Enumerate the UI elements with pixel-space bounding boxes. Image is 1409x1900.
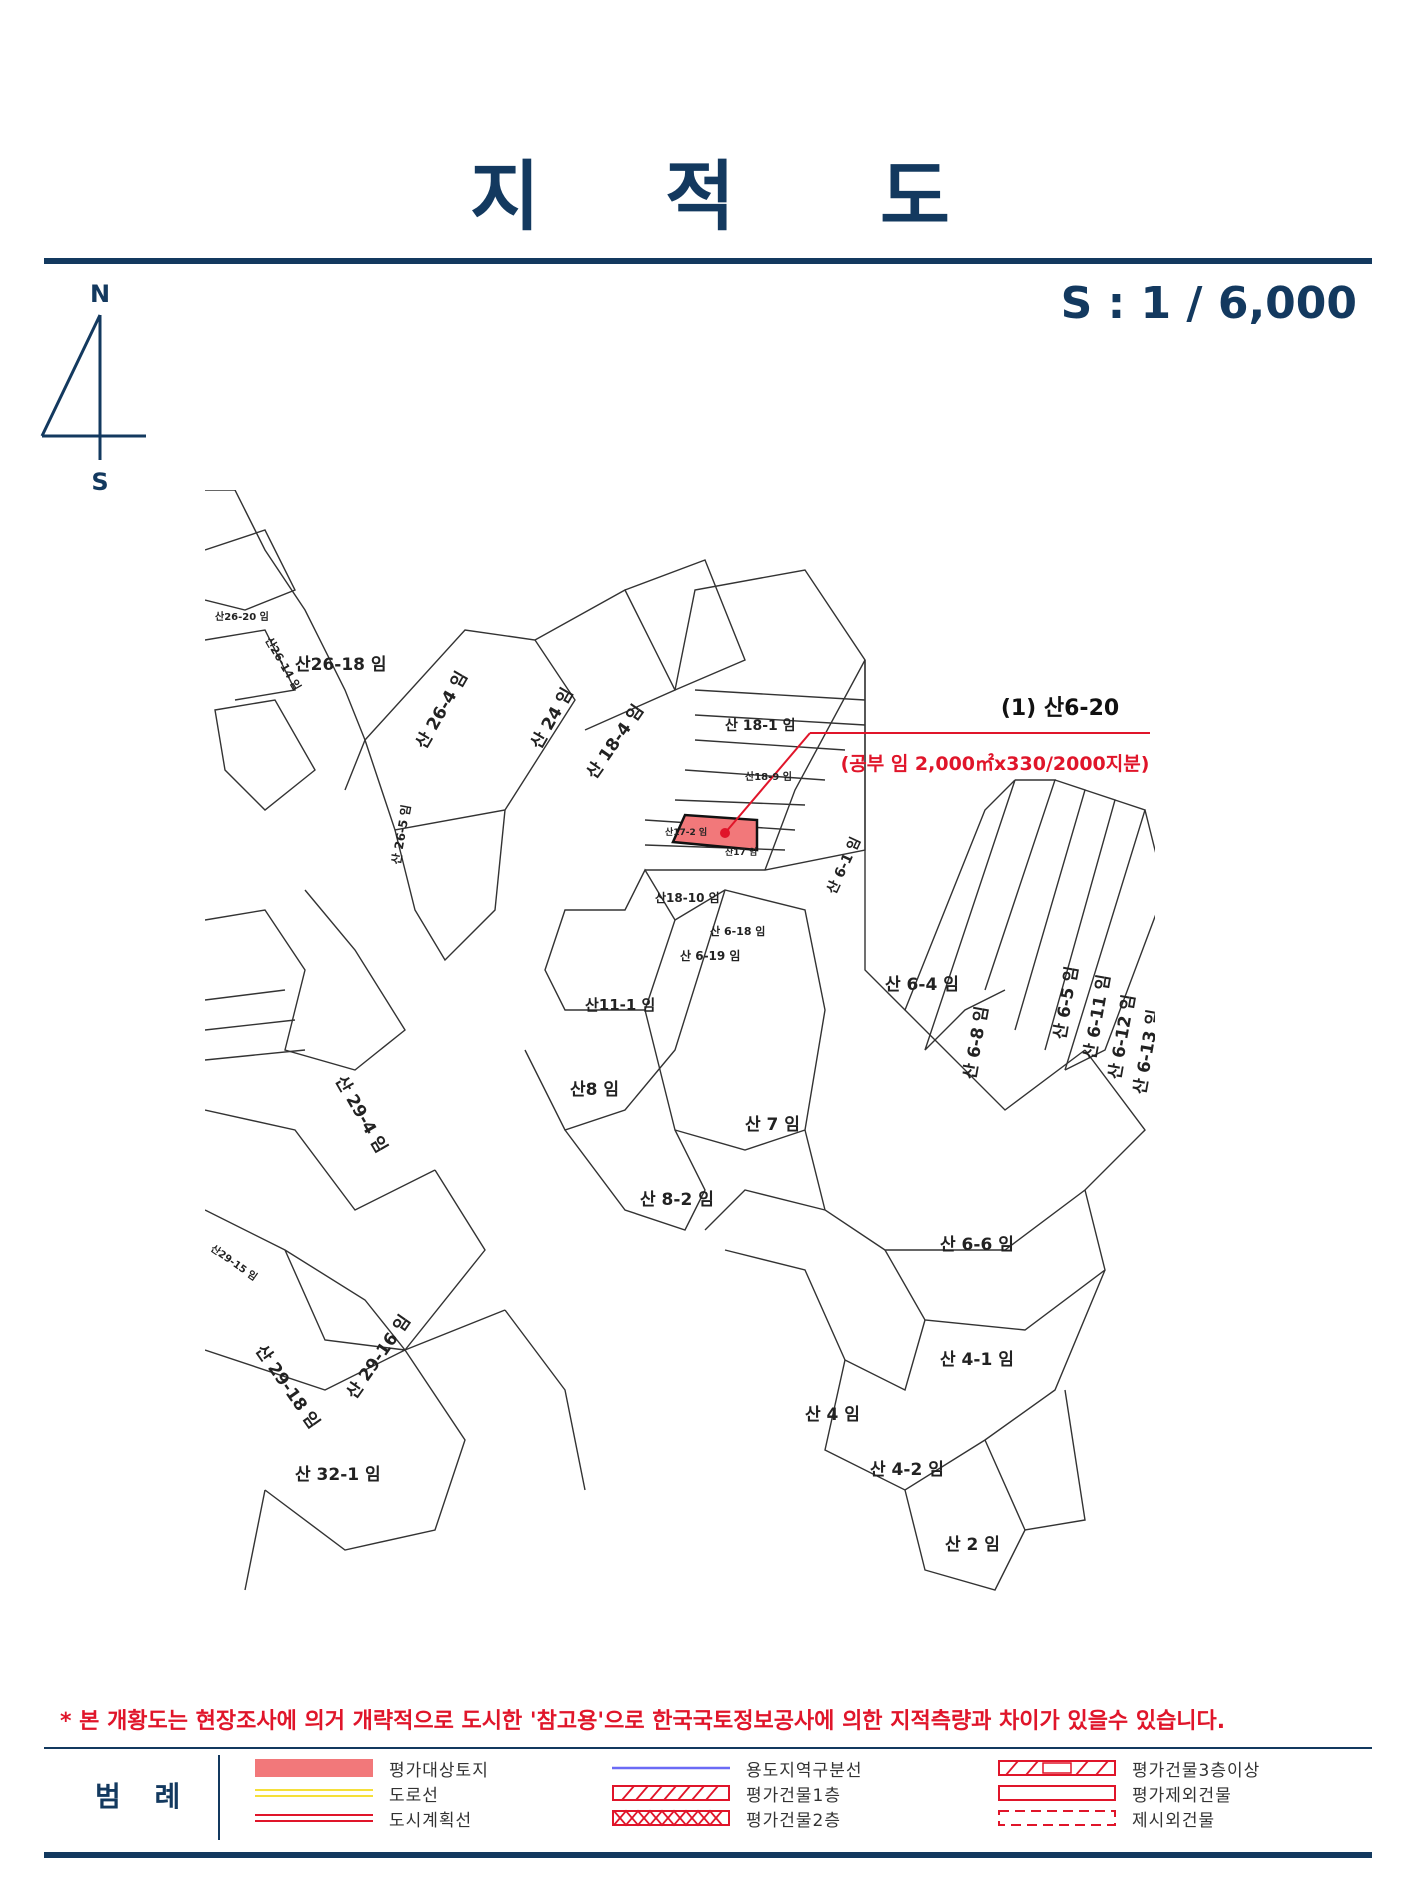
legend-item: 평가제외건물 [998,1782,1232,1806]
title-divider [44,258,1372,264]
subject-note: (공부 임 2,000㎡x330/2000지분) [841,752,1150,775]
parcel-label: 산 18-1 임 [725,717,796,734]
line-blue-icon [612,1759,730,1777]
line-yellow-icon [255,1784,373,1802]
scale-label: S : 1 / 6,000 [1060,278,1357,329]
title-char-2: 적 [665,152,735,241]
parcel-label: 산8 임 [570,1079,619,1100]
subject-label: (1) 산6-20 [1001,696,1119,721]
parcel-label: 산 6-1 임 [823,834,864,896]
title-char-1: 지 [470,152,540,241]
title-char-3: 도 [880,152,950,241]
legend-separator [218,1755,220,1840]
page-title: 지 적 도 [0,135,1409,241]
legend-item: 평가건물2층 [612,1807,841,1831]
parcel-label: 산 2 임 [945,1534,1000,1555]
parcel-label: 산 29-4 임 [331,1072,392,1157]
parcel-label: 산 6-6 임 [940,1234,1014,1255]
parcel-label: 산 29-18 임 [251,1341,324,1433]
parcel-label: 산 8-2 임 [640,1189,714,1210]
disclaimer-note: * 본 개황도는 현장조사에 의거 개략적으로 도시한 '참고용'으로 한국국토… [60,1709,1226,1734]
legend-item: 도시계획선 [255,1807,472,1831]
cross-red-icon [612,1809,730,1827]
parcel-label: 산 6-11 임 [1079,973,1115,1061]
legend-item: 용도지역구분선 [612,1757,862,1781]
legend-item: 평가건물3층이상 [998,1757,1260,1781]
legend-top-rule [44,1747,1372,1749]
parcel-label: 산 6-19 임 [680,948,740,963]
leader-line [724,732,811,834]
parcel-label: 산11-1 임 [585,996,655,1014]
north-arrow-icon: N S [38,280,158,500]
parcel-label: 산29-15 임 [208,1242,260,1284]
parcel-label: 산 7 임 [745,1114,800,1135]
parcel-label: 산 26-5 임 [388,803,413,865]
box-red-icon [998,1784,1116,1802]
fill-red-icon [255,1759,373,1777]
hatch-box-red-icon [998,1759,1116,1777]
parcel-label: 산17-2 임 [665,826,707,838]
legend-label: 범 례 [95,1780,193,1813]
parcel-label: 산17 임 [725,846,757,858]
parcel-label: 산 4 임 [805,1404,860,1425]
parcel-label: 산 26-4 임 [411,668,472,753]
parcel-label: 산 4-1 임 [940,1349,1014,1370]
parcel-label: 산 32-1 임 [295,1464,381,1485]
legend-bottom-rule [44,1852,1372,1858]
parcel-label: 산 6-4 임 [885,974,959,995]
parcel-label: 산 6-18 임 [710,924,765,938]
cadastral-map[interactable]: 산26-18 임 산 26-4 임 산 24 임 산 18-4 임 산 18-1… [204,489,1166,1620]
parcel-label: 산26-20 임 [215,610,269,623]
parcel-label: 산 29-16 임 [342,1311,415,1403]
legend-item: 평가건물1층 [612,1782,841,1806]
parcel-label: 산 6-8 임 [959,1004,993,1080]
parcel-label: 산18-10 임 [655,890,720,905]
compass-south-label: S [91,468,108,496]
dashed-box-red-icon [998,1809,1116,1827]
compass-north-label: N [90,280,110,308]
legend-item: 도로선 [255,1782,439,1806]
parcel-label: 산 24 임 [526,684,578,752]
subject-parcel[interactable] [671,813,759,852]
line-red-icon [255,1809,373,1827]
hatch-red-icon [612,1784,730,1802]
legend-item: 제시외건물 [998,1807,1215,1831]
parcel-label: 산18-9 임 [745,770,792,783]
parcel-label: 산26-18 임 [295,654,387,675]
legend-item: 평가대상토지 [255,1757,489,1781]
parcel-label: 산 18-4 임 [582,701,648,783]
parcel-label: 산 4-2 임 [870,1459,944,1480]
